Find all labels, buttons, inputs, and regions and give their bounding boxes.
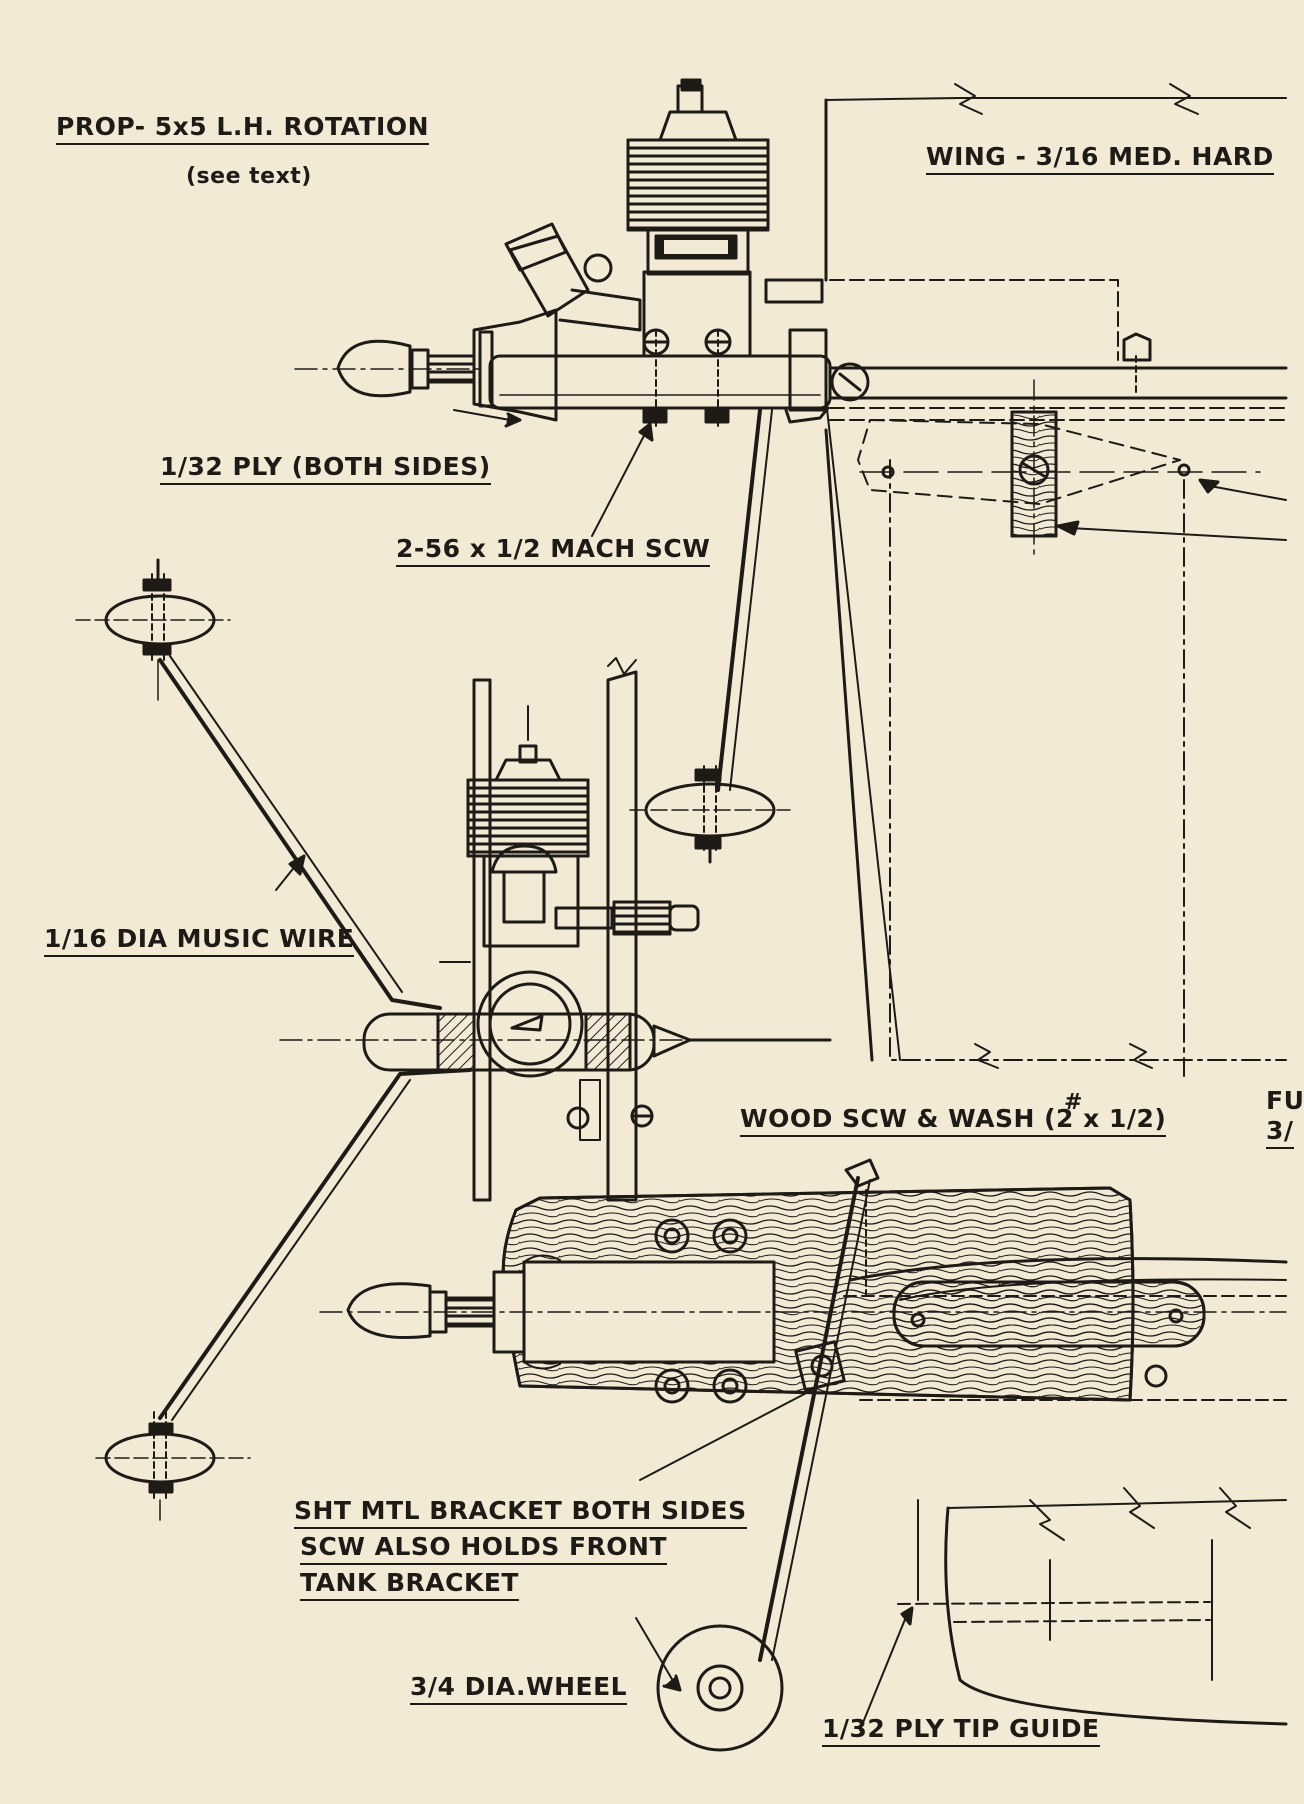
bracket-label-line-1: SHT MTL BRACKET BOTH SIDES [294,1496,747,1529]
mounting-screw-icon [642,328,732,429]
wheel-label: 3/4 DIA.WHEEL [410,1672,628,1705]
bracket-label-line-2: SCW ALSO HOLDS FRONT [300,1532,667,1565]
mount-screw-top-icon [654,1218,748,1404]
fuselage-top-view [319,1158,1288,1752]
fuselage-label-partial-2: 3/ [1266,1116,1294,1149]
engine-side-view [294,78,1288,1081]
wood-screw-label: WOOD SCW & WASH (2 x 1/2) [740,1104,1167,1137]
music-wire-label: 1/16 DIA MUSIC WIRE [44,924,355,957]
prop-label: PROP- 5x5 L.H. ROTATION [56,112,430,145]
fuselage-label-partial-1: FU [1266,1086,1304,1115]
engine-front-view [75,558,832,1521]
mach-screw-label: 2-56 x 1/2 MACH SCW [396,534,711,567]
tip-guide-label: 1/32 PLY TIP GUIDE [822,1714,1100,1747]
wood-screw-mark: # [1064,1090,1083,1115]
wheel-side-view-icon [629,765,791,864]
bracket-label-line-3: TANK BRACKET [300,1568,519,1601]
ply-sides-label: 1/32 PLY (BOTH SIDES) [160,452,491,485]
see-text-note: (see text) [186,164,312,189]
wing-label: WING - 3/16 MED. HARD [926,142,1274,175]
